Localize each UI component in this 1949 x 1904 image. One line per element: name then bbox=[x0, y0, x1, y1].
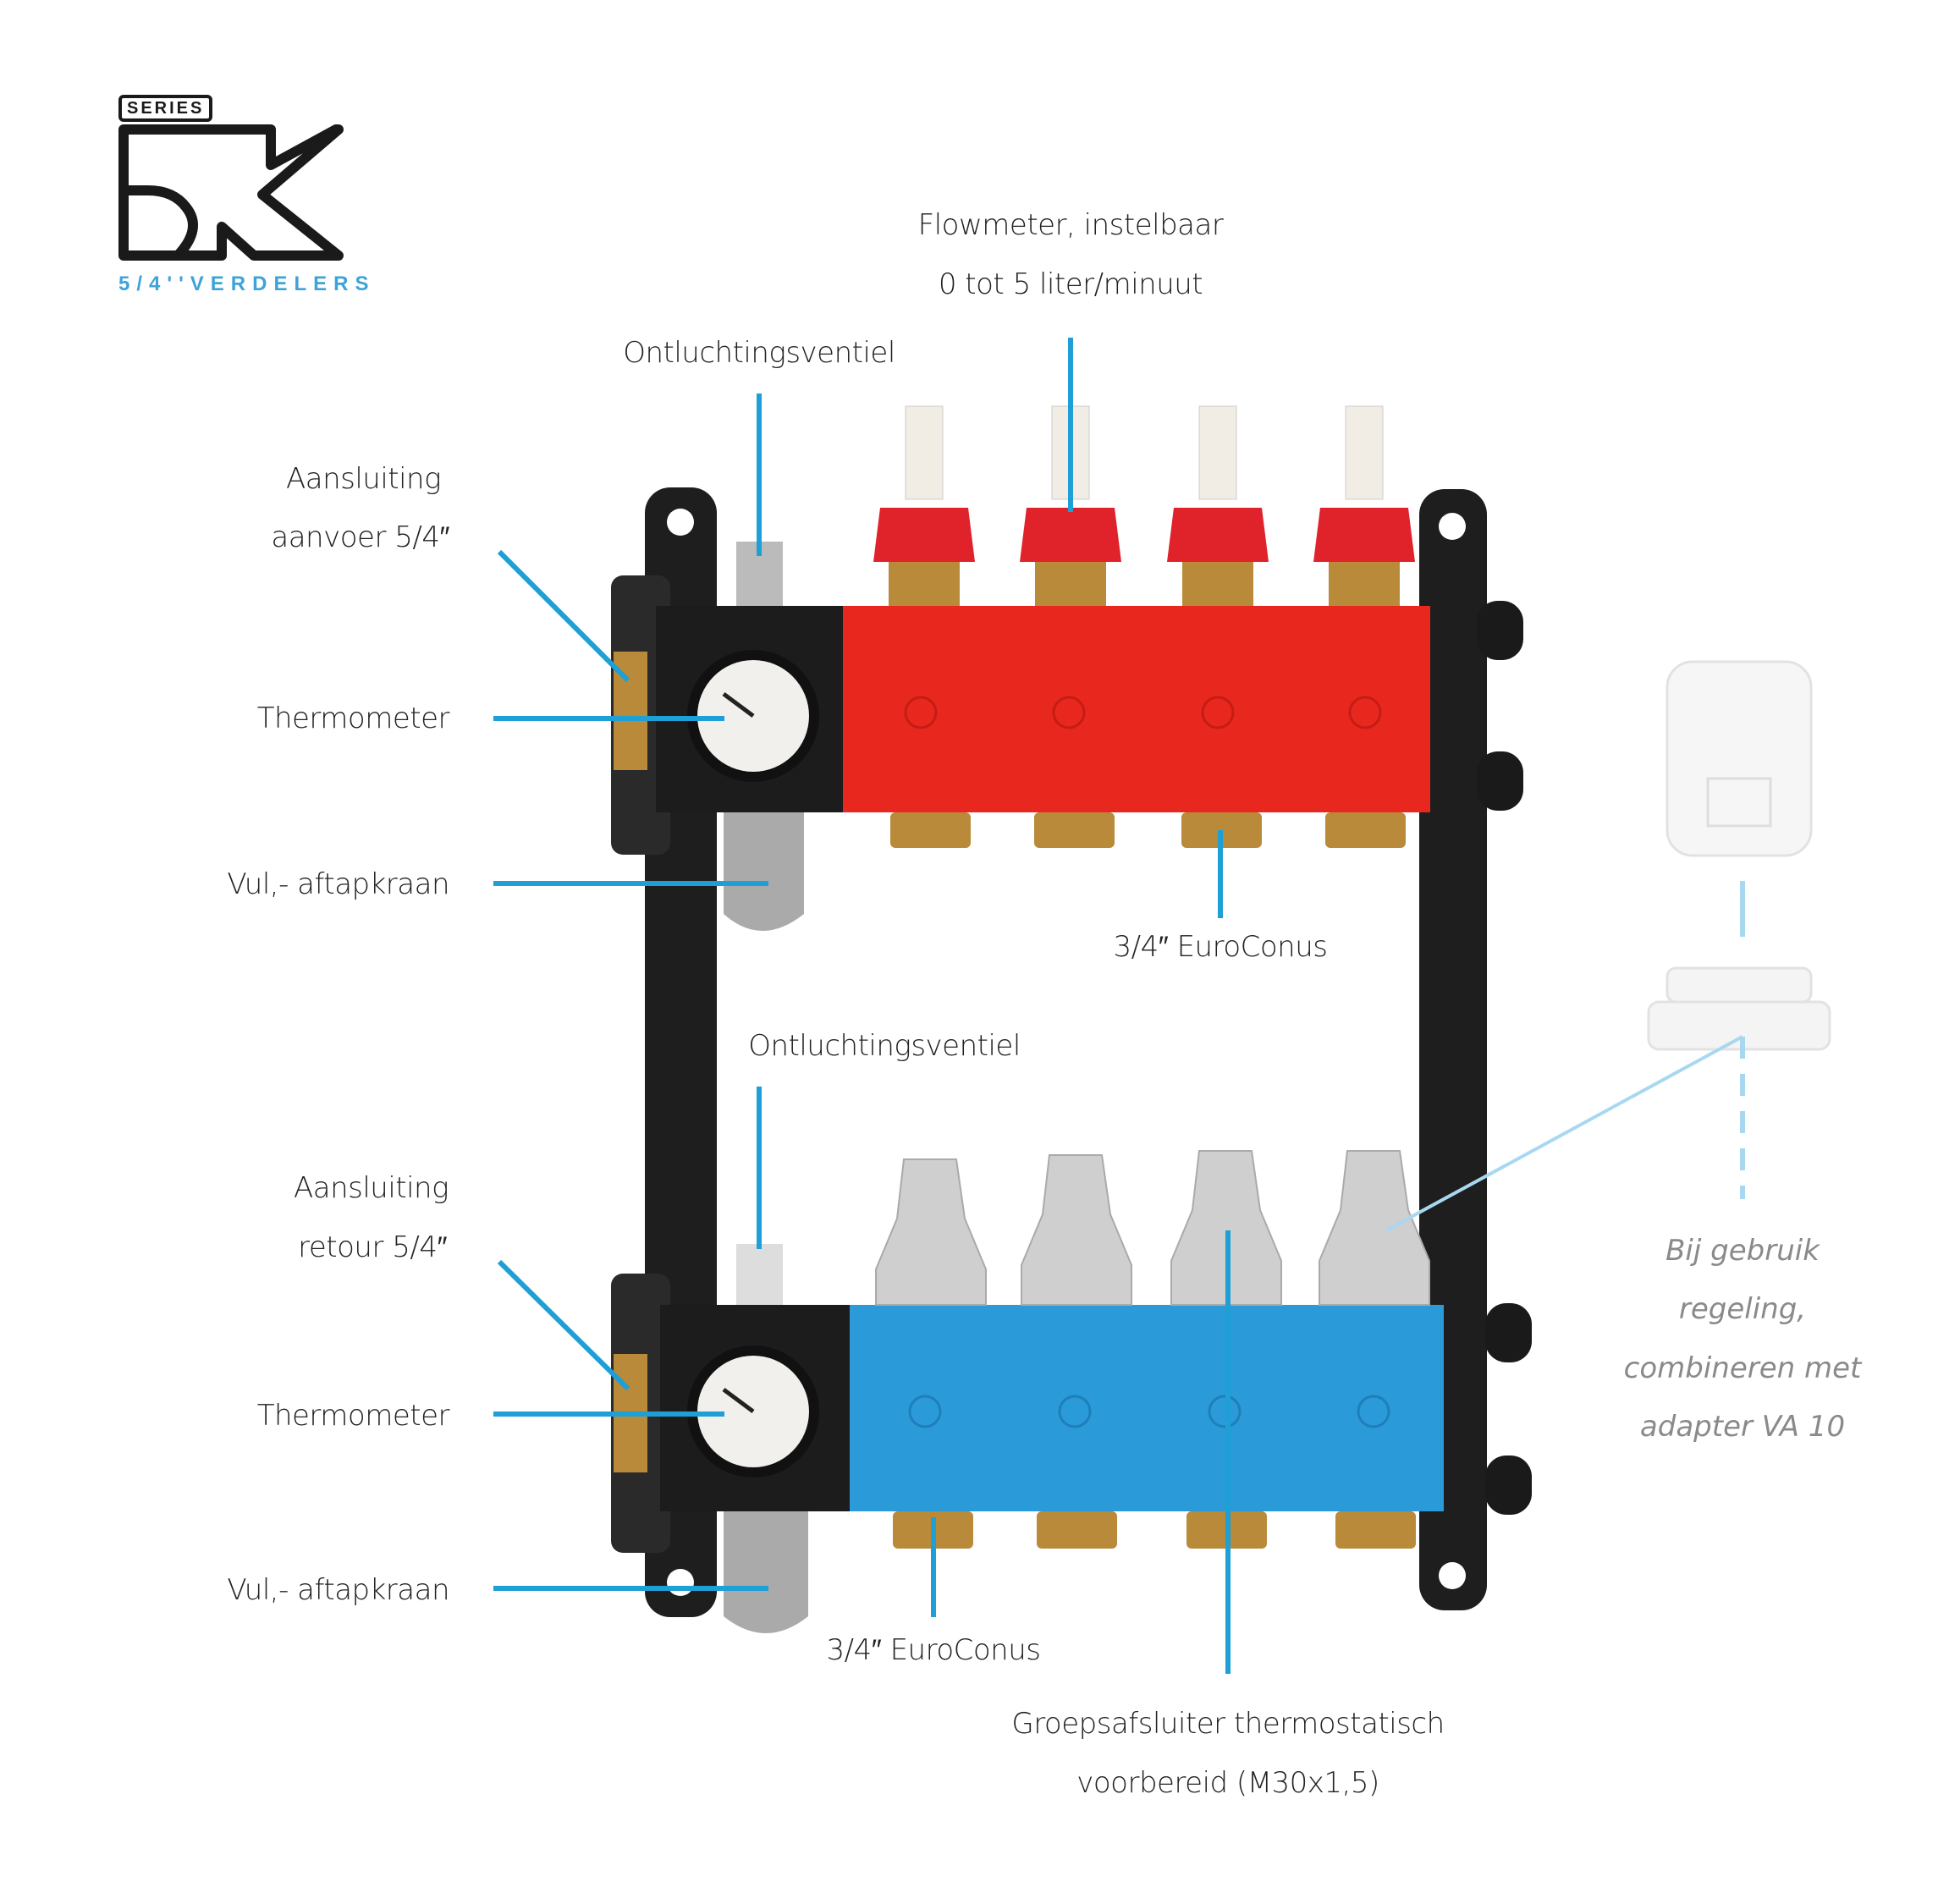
note-line: regeling, bbox=[1678, 1292, 1807, 1326]
logo-subtitle: 5/4''VERDELERS bbox=[118, 272, 376, 295]
label-tap-bottom: Vul,- aftapkraan bbox=[227, 1573, 449, 1607]
thermostatic-valves bbox=[875, 1150, 1430, 1306]
logo-series: SERIES bbox=[118, 95, 213, 122]
label-valve-line2: voorbereid (M30x1,5) bbox=[1076, 1766, 1379, 1800]
label-return-line1: Aansluiting bbox=[293, 1171, 449, 1205]
label-valve-line1: Groepsafsluiter thermostatisch bbox=[1011, 1707, 1445, 1741]
label-supply-line2: aanvoer 5/4″ bbox=[271, 520, 449, 554]
label-flowmeter-line1: Flowmeter, instelbaar bbox=[917, 208, 1224, 242]
logo-mark bbox=[118, 124, 344, 261]
actuator-accessory bbox=[1665, 660, 1813, 857]
adapter-va10-accessory bbox=[1647, 966, 1831, 1051]
label-thermometer-bottom: Thermometer bbox=[256, 1399, 450, 1433]
supply-bar bbox=[614, 405, 1430, 931]
leader-lines bbox=[493, 338, 1231, 1674]
note-line: Bij gebruik bbox=[1665, 1234, 1820, 1268]
label-flowmeter-line2: 0 tot 5 liter/minuut bbox=[938, 267, 1203, 301]
label-supply-line1: Aansluiting bbox=[285, 462, 442, 496]
label-thermometer-top: Thermometer bbox=[256, 702, 450, 735]
label-vent-bottom: Ontluchtingsventiel bbox=[748, 1029, 1021, 1063]
label-euroconus-top: 3/4″ EuroConus bbox=[1113, 930, 1328, 964]
flowmeters bbox=[873, 405, 1415, 606]
accessory-lines bbox=[1385, 881, 1745, 1232]
return-bar bbox=[614, 1150, 1444, 1633]
label-vent-top: Ontluchtingsventiel bbox=[623, 336, 895, 370]
label-euroconus-bottom: 3/4″ EuroConus bbox=[826, 1633, 1041, 1667]
label-tap-top: Vul,- aftapkraan bbox=[227, 867, 449, 901]
note-line: adapter VA 10 bbox=[1639, 1410, 1846, 1444]
note-line: combineren met bbox=[1623, 1351, 1862, 1385]
label-return-line2: retour 5/4″ bbox=[298, 1230, 447, 1264]
